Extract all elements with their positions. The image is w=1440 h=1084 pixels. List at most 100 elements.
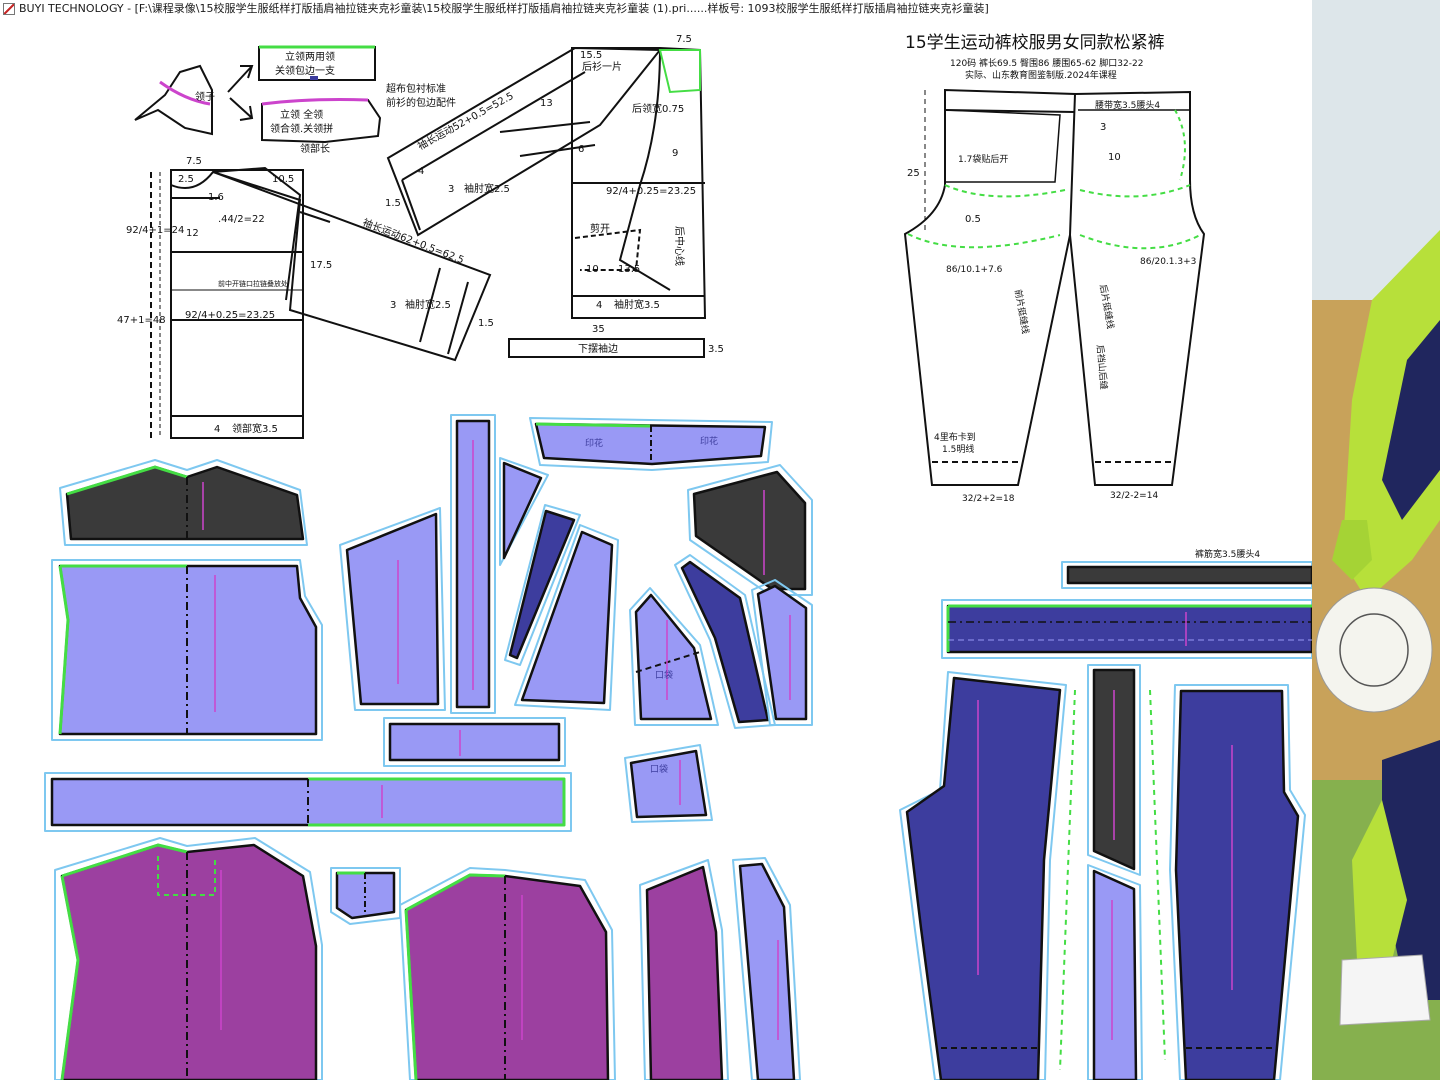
front-label-1: 7.5	[186, 156, 202, 167]
pants-label-4: 25	[907, 168, 920, 179]
sleeve-front-label-2: 3	[390, 300, 396, 311]
piece-pants-back[interactable]	[1149, 684, 1306, 1082]
piece-front-yoke[interactable]	[59, 459, 308, 546]
piece-hem-band[interactable]	[44, 772, 572, 832]
pants-label-1: 腰带宽3.5腰头4	[1095, 99, 1160, 111]
sleeve-back-label-10: 后领宽0.75	[632, 102, 684, 115]
sleeve-back-label-19: 袖肘宽3.5	[614, 298, 660, 311]
sleeve-back-label-2: 13	[540, 98, 553, 109]
piece-side-stripe-dark[interactable]	[1087, 664, 1141, 876]
front-label-8: 17.5	[310, 260, 332, 271]
sleeve-back-label-21: 下摆袖边	[578, 342, 618, 355]
piece-pocket-facing[interactable]: 口袋	[624, 744, 713, 823]
app-logo-icon	[3, 3, 15, 15]
piece-waistband-navy[interactable]	[941, 599, 1314, 659]
piece-waistband-dark[interactable]: 裤筋宽3.5腰头4	[1061, 548, 1314, 589]
piece-back-yoke[interactable]	[399, 867, 616, 1082]
pants-label-8: 86/20.1.3+3	[1140, 257, 1196, 267]
piece-pocket-welt[interactable]	[383, 717, 566, 767]
front-label-9: 92/4+0.25=23.25	[185, 310, 275, 321]
pants-label-9: 前片挺缝线	[1012, 288, 1032, 334]
collar-print-label-1: 印花	[585, 437, 603, 449]
pants-label-3: 1.7袋贴后开	[958, 153, 1008, 165]
pants-label-10: 后片挺缝线	[1097, 283, 1117, 329]
collar-label-4: 立领 全领	[280, 108, 323, 121]
piece-back-body[interactable]	[54, 837, 323, 1082]
sleeve-back-label-14: 剪开	[590, 222, 610, 235]
pants-label-15: 32/2-2=14	[1110, 491, 1158, 501]
sleeve-front-label-4: 1.5	[478, 318, 494, 329]
piece-collar[interactable]: 印花 印花	[529, 417, 773, 471]
piece-pocket-bag[interactable]: 口袋	[629, 587, 719, 726]
sleeve-back-label-4: 袖肘宽2.5	[464, 182, 510, 195]
sleeve-back-label-13: 92/4+0.25=23.25	[606, 186, 696, 197]
front-label-10: 47+1=48	[117, 315, 166, 326]
photo-illustration	[1312, 0, 1440, 1080]
pants-label-6: 0.5	[965, 214, 981, 225]
piece-back-shoulder-dark[interactable]	[687, 464, 813, 596]
sleeve-back-label-7: 7.5	[676, 34, 692, 45]
pattern-drawing: 领子 立领两用领 关领包边一支 立领 全领 领合领.关领拼 领部长 超布包衬标准…	[44, 33, 1314, 1082]
nested-pieces: 印花 印花 口袋	[44, 414, 1314, 1082]
piece-sleeve-lower-1[interactable]	[639, 859, 729, 1082]
collar-sketch	[134, 64, 254, 136]
sleeve-back-label-5: 4	[418, 166, 424, 177]
piece-sleeve-side[interactable]	[514, 524, 619, 711]
pants-draft-labels: 15学生运动裤校服男女同款松紧裤 120码 裤长69.5 臀围86 腰围65-6…	[905, 33, 1196, 504]
piece-gusset-narrow[interactable]	[499, 457, 549, 566]
piece-raglan-lavender[interactable]	[751, 579, 813, 726]
pattern-canvas[interactable]: 领子 立领两用领 关领包边一支 立领 全领 领合领.关领拼 领部长 超布包衬标准…	[0, 18, 1314, 1082]
pants-title: 15学生运动裤校服男女同款松紧裤	[905, 33, 1165, 53]
sleeve-back-label-6: 1.5	[385, 198, 401, 209]
sleeve-back-label-17: 后中心线	[673, 226, 686, 266]
piece-side-stripe-lavender[interactable]	[1087, 864, 1143, 1082]
pants-label-2: 3	[1100, 122, 1106, 133]
front-label-5: .44/2=22	[218, 214, 265, 225]
piece-front-body[interactable]	[51, 559, 323, 741]
collar-label-5: 领合领.关领拼	[270, 122, 333, 135]
back-body-draft	[508, 47, 707, 358]
pants-label-11: 后裆山后缝	[1094, 344, 1110, 390]
piece-sleeve-front[interactable]	[339, 507, 446, 711]
window-title-bar: BUYI TECHNOLOGY - [F:\课程录像\15校服学生服纸样打版插肩…	[0, 0, 1312, 18]
collar-label-6: 领部长	[300, 142, 330, 155]
sleeve-back-label-9: 后衫一片	[582, 60, 622, 73]
pants-label-7: 86/10.1+7.6	[946, 265, 1003, 275]
pants-spec-1: 120码 裤长69.5 臀围86 腰围65-62 脚口32-22	[950, 57, 1143, 69]
sleeve-back-label-3: 3	[448, 184, 454, 195]
piece-pocket-small[interactable]	[330, 867, 401, 925]
sleeve-back-label-22: 3.5	[708, 344, 724, 355]
sleeve-back-label-20: 35	[592, 324, 605, 335]
collar-label-8: 前衫的包边配件	[386, 96, 456, 109]
front-label-13: 前中开链口拉链叠放处	[218, 279, 288, 288]
collar-print-label-2: 印花	[700, 435, 718, 447]
front-label-7: 12	[186, 228, 199, 239]
front-label-6: 92/4+1=24	[126, 225, 184, 236]
front-label-4: 1.6	[208, 192, 224, 203]
collar-label-3: 关领包边一支	[275, 64, 335, 77]
product-photo	[1312, 0, 1440, 1080]
piece-sleeve-lower-2[interactable]	[732, 857, 801, 1082]
waistband-label: 裤筋宽3.5腰头4	[1195, 548, 1260, 560]
front-label-11: 领部宽3.5	[232, 422, 278, 435]
window-title: BUYI TECHNOLOGY - [F:\课程录像\15校服学生服纸样打版插肩…	[19, 2, 989, 15]
sleeve-back-label-16: 13.5	[618, 264, 640, 275]
pants-label-12: 4里布卡到	[934, 431, 976, 443]
sleeve-back-label-8: 15.5	[580, 50, 602, 61]
pants-label-13: 1.5明线	[942, 443, 974, 455]
collar-pattern-a	[258, 45, 376, 81]
piece-placket[interactable]	[450, 414, 496, 714]
collar-label-2: 立领两用领	[285, 50, 335, 63]
sleeve-back-label-18: 4	[596, 300, 602, 311]
sleeve-back-label-11: 6	[578, 144, 584, 155]
pocket-label-2: 口袋	[650, 763, 668, 775]
sleeve-back-label-15: 10	[586, 264, 599, 275]
sleeve-back-label-12: 9	[672, 148, 678, 159]
piece-sleeve-insert-navy[interactable]	[504, 504, 581, 666]
front-label-12: 4	[214, 424, 220, 435]
pants-drafting: 15学生运动裤校服男女同款松紧裤 120码 裤长69.5 臀围86 腰围65-6…	[903, 33, 1206, 504]
piece-pants-front[interactable]	[899, 671, 1076, 1082]
pants-label-5: 10	[1108, 152, 1121, 163]
front-label-3: 10.5	[272, 174, 294, 185]
front-label-2: 2.5	[178, 174, 194, 185]
